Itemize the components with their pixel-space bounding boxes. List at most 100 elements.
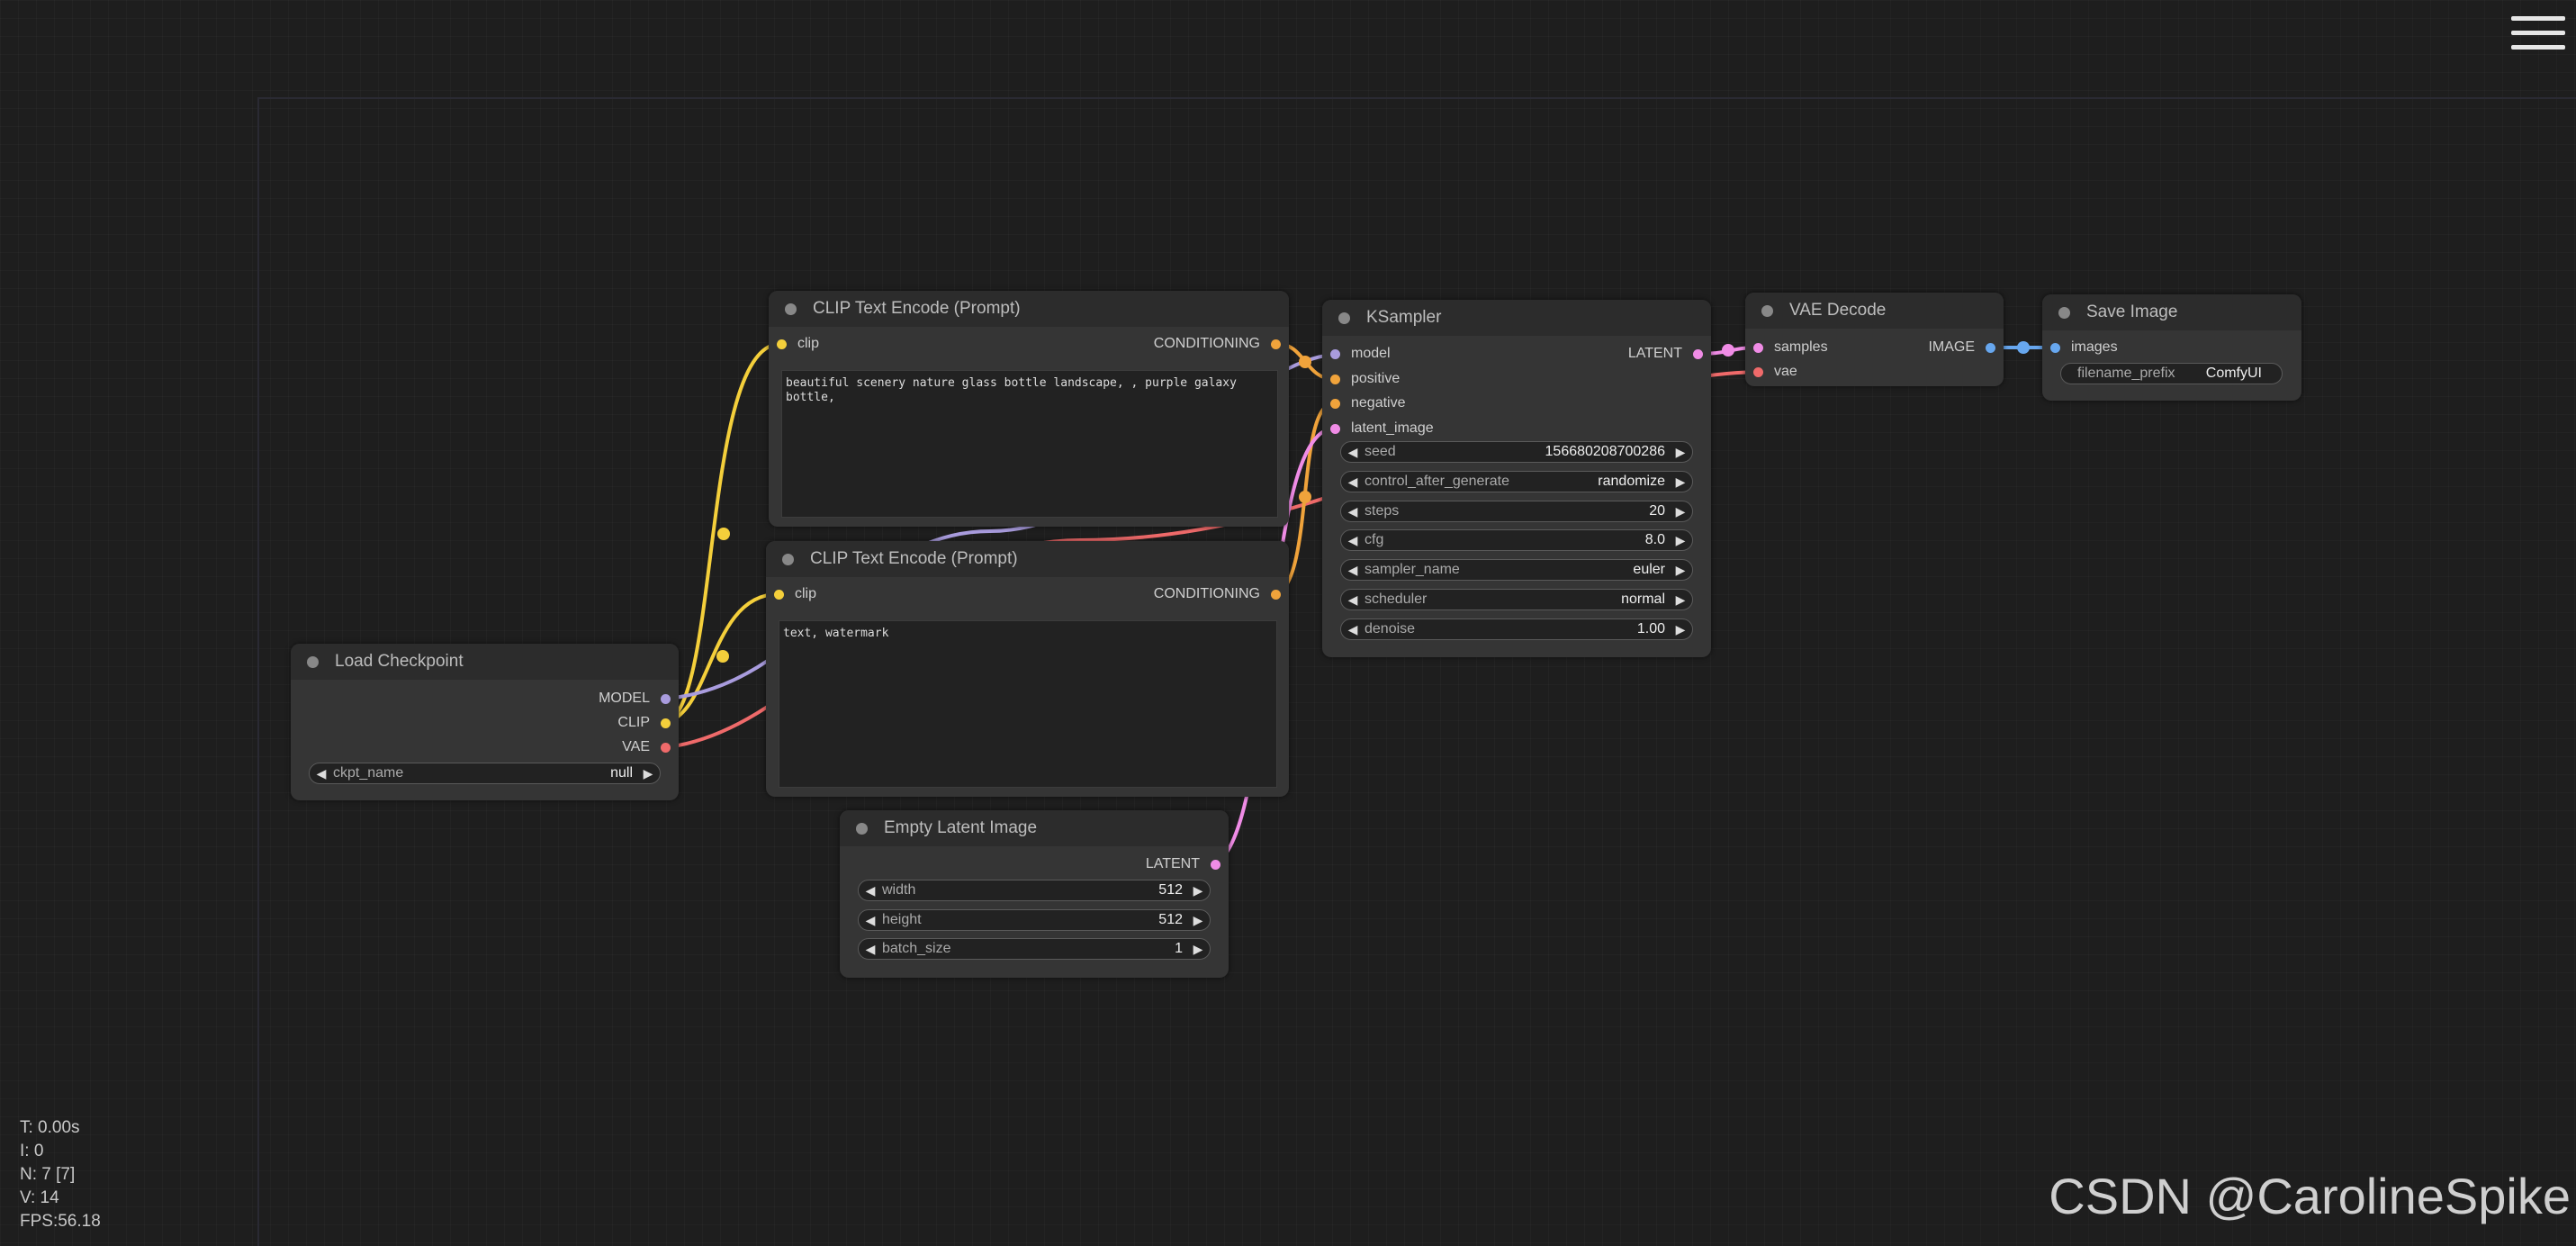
vae-decode-node[interactable]: VAE Decode samples vae IMAGE <box>1745 293 2004 386</box>
decrement-arrow-icon[interactable]: ◀ <box>865 912 876 927</box>
collapse-dot-icon[interactable] <box>2058 306 2070 319</box>
collapse-dot-icon[interactable] <box>856 822 868 835</box>
input-pin-icon[interactable] <box>1330 348 1340 359</box>
increment-arrow-icon[interactable]: ▶ <box>1675 444 1686 459</box>
input-slot-vae[interactable]: vae <box>1753 362 1797 382</box>
clip-text-encode-positive-node[interactable]: CLIP Text Encode (Prompt) clip CONDITION… <box>769 291 1289 527</box>
output-slot-model[interactable]: MODEL <box>599 689 671 709</box>
input-slot-clip[interactable]: clip <box>777 334 819 354</box>
input-pin-icon[interactable] <box>1330 374 1340 384</box>
output-slot-vae[interactable]: VAE <box>622 737 671 757</box>
increment-arrow-icon[interactable]: ▶ <box>1193 882 1203 898</box>
output-slot-conditioning[interactable]: CONDITIONING <box>1154 584 1281 604</box>
decrement-arrow-icon[interactable]: ◀ <box>1347 532 1358 547</box>
clip-text-encode-negative-node[interactable]: CLIP Text Encode (Prompt) clip CONDITION… <box>766 541 1289 797</box>
widget-value[interactable]: 1.00 <box>1636 621 1665 637</box>
output-slot-latent[interactable]: LATENT <box>1146 854 1220 874</box>
output-pin-icon[interactable] <box>1986 342 1995 353</box>
node-title-bar[interactable]: KSampler <box>1322 300 1711 336</box>
increment-arrow-icon[interactable]: ▶ <box>1675 591 1686 607</box>
widget-value[interactable]: 1 <box>1175 941 1183 956</box>
node-title-bar[interactable]: VAE Decode <box>1745 293 2004 329</box>
widget-value[interactable]: 156680208700286 <box>1545 444 1665 459</box>
load-checkpoint-node[interactable]: Load Checkpoint MODEL CLIP VAE ◀ckpt_nam… <box>291 644 679 800</box>
input-pin-icon[interactable] <box>777 339 787 349</box>
collapse-dot-icon[interactable] <box>307 655 319 668</box>
widget-value[interactable]: euler <box>1633 562 1665 577</box>
input-pin-icon[interactable] <box>1753 342 1763 353</box>
output-slot-image[interactable]: IMAGE <box>1928 338 1995 357</box>
input-slot-model[interactable]: model <box>1330 344 1391 364</box>
input-slot-negative[interactable]: negative <box>1330 393 1406 413</box>
widget-value[interactable]: 8.0 <box>1644 532 1665 547</box>
node-title-bar[interactable]: Save Image <box>2042 294 2301 330</box>
widget-value[interactable]: 20 <box>1649 503 1665 519</box>
output-pin-icon[interactable] <box>1211 859 1220 870</box>
output-pin-icon[interactable] <box>661 742 671 753</box>
output-pin-icon[interactable] <box>661 693 671 704</box>
decrement-arrow-icon[interactable]: ◀ <box>1347 621 1358 637</box>
node-title-bar[interactable]: Load Checkpoint <box>291 644 679 680</box>
node-title-bar[interactable]: Empty Latent Image <box>840 810 1229 846</box>
decrement-arrow-icon[interactable]: ◀ <box>865 882 876 898</box>
decrement-arrow-icon[interactable]: ◀ <box>1347 591 1358 607</box>
input-slot-samples[interactable]: samples <box>1753 338 1828 357</box>
input-pin-icon[interactable] <box>1753 366 1763 377</box>
output-pin-icon[interactable] <box>1271 589 1281 600</box>
decrement-arrow-icon[interactable]: ◀ <box>1347 474 1358 489</box>
input-pin-icon[interactable] <box>2050 342 2060 353</box>
input-pin-icon[interactable] <box>1330 423 1340 434</box>
decrement-arrow-icon[interactable]: ◀ <box>1347 444 1358 459</box>
widget-value[interactable]: randomize <box>1598 474 1665 489</box>
widget-value[interactable]: 512 <box>1158 882 1183 898</box>
widget-value[interactable]: ComfyUI <box>2205 366 2262 381</box>
output-slot-conditioning[interactable]: CONDITIONING <box>1154 334 1281 354</box>
increment-arrow-icon[interactable]: ▶ <box>1675 532 1686 547</box>
widget-value[interactable]: 512 <box>1158 912 1183 927</box>
output-pin-icon[interactable] <box>1271 339 1281 349</box>
collapse-dot-icon[interactable] <box>785 302 797 315</box>
output-pin-icon[interactable] <box>1693 348 1703 359</box>
input-slot-latent-image[interactable]: latent_image <box>1330 419 1434 438</box>
input-slot-images[interactable]: images <box>2050 338 2118 357</box>
collapse-dot-icon[interactable] <box>1761 304 1773 317</box>
increment-arrow-icon[interactable]: ▶ <box>1193 912 1203 927</box>
widget-value[interactable]: normal <box>1621 591 1665 607</box>
decrement-arrow-icon[interactable]: ◀ <box>1347 503 1358 519</box>
input-slot-clip[interactable]: clip <box>774 584 816 604</box>
input-pin-icon[interactable] <box>774 589 784 600</box>
collapse-dot-icon[interactable] <box>782 553 794 565</box>
output-pin-icon[interactable] <box>661 718 671 728</box>
prompt-text-area[interactable]: text, watermark <box>779 620 1277 788</box>
ksampler-node[interactable]: KSampler model positive negative latent_… <box>1322 300 1711 657</box>
output-slot-latent[interactable]: LATENT <box>1628 344 1703 364</box>
output-slot-clip[interactable]: CLIP <box>617 713 671 733</box>
decrement-arrow-icon[interactable]: ◀ <box>1347 562 1358 577</box>
widget-value[interactable]: null <box>610 765 633 781</box>
input-slot-positive[interactable]: positive <box>1330 369 1400 389</box>
node-title-bar[interactable]: CLIP Text Encode (Prompt) <box>766 541 1289 577</box>
increment-arrow-icon[interactable]: ▶ <box>1675 503 1686 519</box>
node-title-bar[interactable]: CLIP Text Encode (Prompt) <box>769 291 1289 327</box>
collapse-dot-icon[interactable] <box>1338 312 1350 324</box>
increment-arrow-icon[interactable]: ▶ <box>1193 941 1203 956</box>
increment-arrow-icon[interactable]: ▶ <box>1675 474 1686 489</box>
decrement-arrow-icon[interactable]: ◀ <box>865 941 876 956</box>
increment-arrow-icon[interactable]: ▶ <box>1675 621 1686 637</box>
increment-arrow-icon[interactable]: ▶ <box>643 765 653 781</box>
decrement-arrow-icon[interactable]: ◀ <box>316 765 327 781</box>
increment-arrow-icon[interactable]: ▶ <box>1675 562 1686 577</box>
